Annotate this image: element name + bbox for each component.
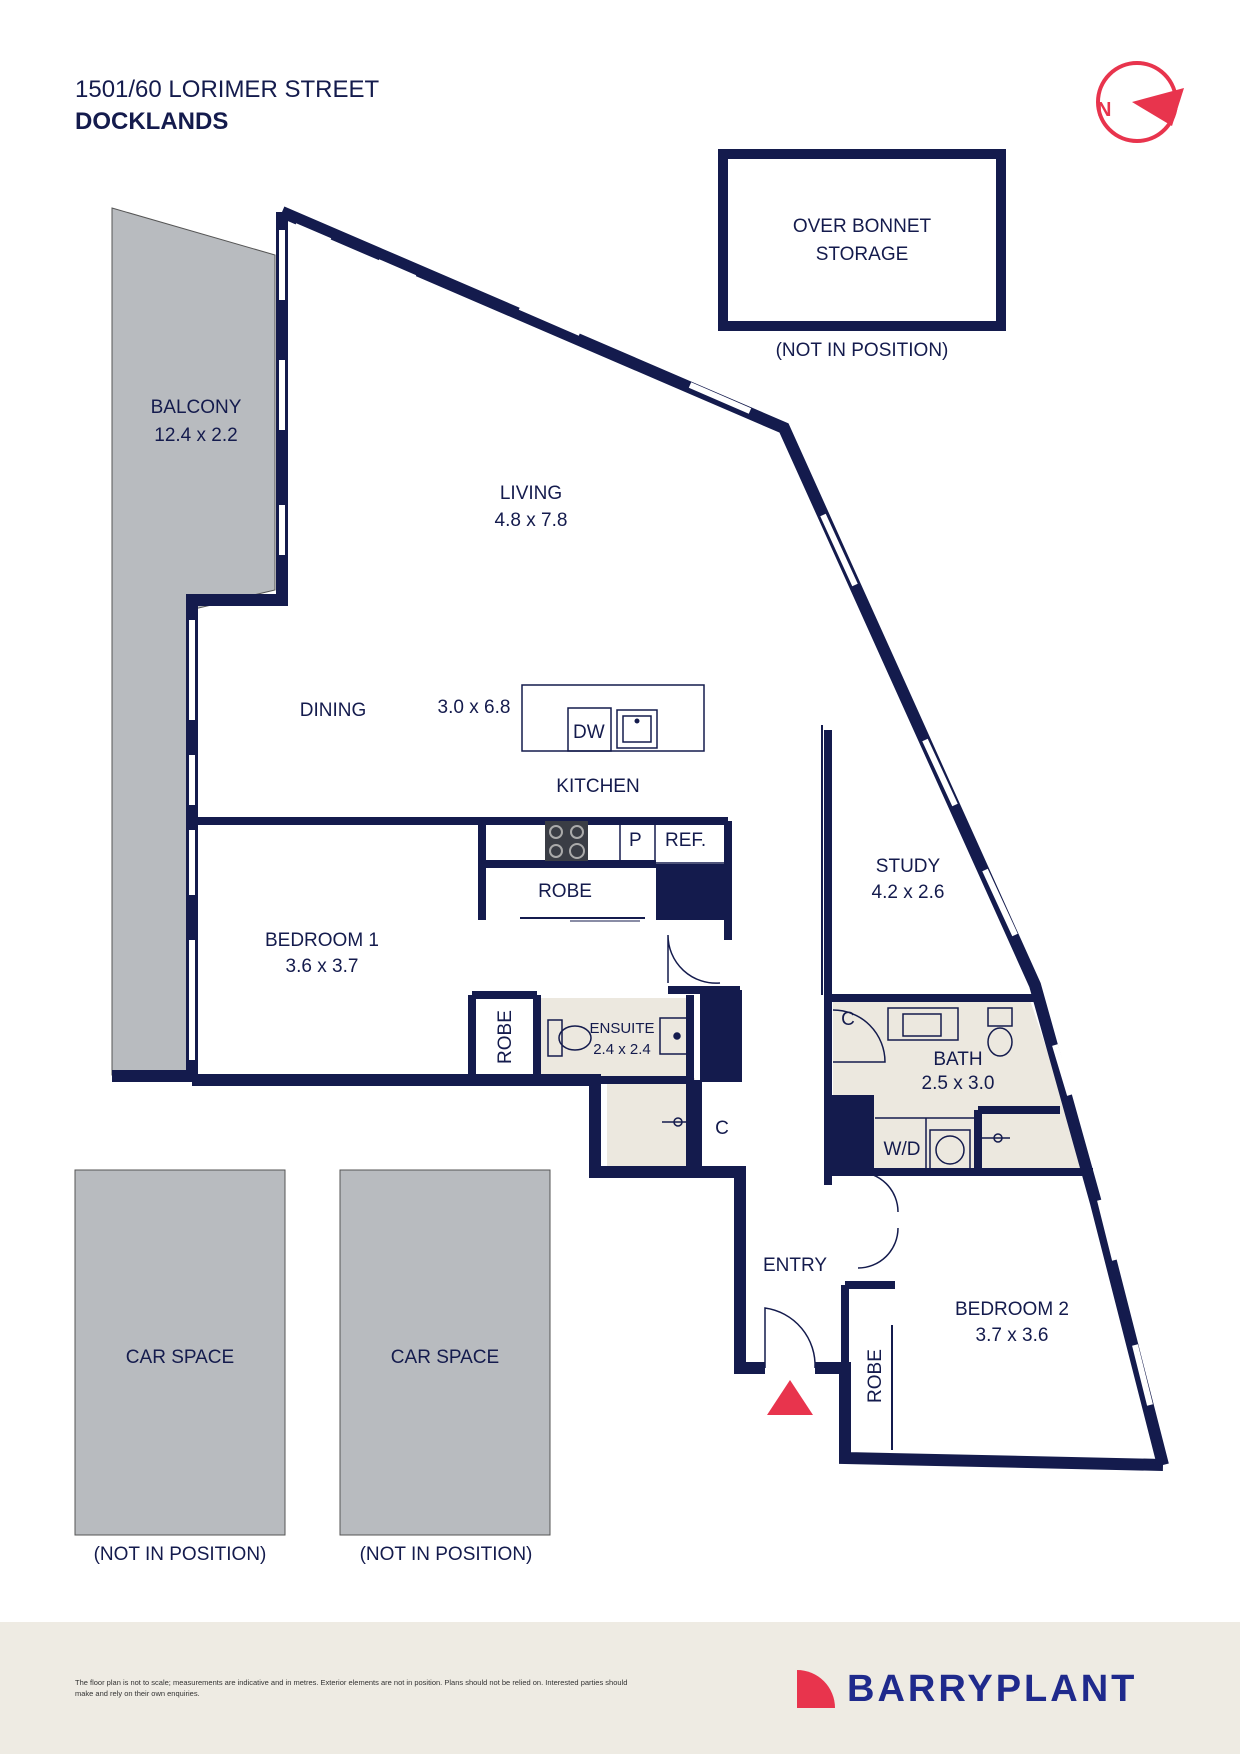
sink-icon [616,709,658,749]
study-name: STUDY [876,856,941,877]
brand-wordmark: BARRYPLANT [847,1668,1138,1710]
compass-icon: N [1096,61,1184,143]
storage-box [718,149,1006,331]
balcony-size: 12.4 x 2.2 [154,425,237,446]
storage-label-1: OVER BONNET [793,216,932,237]
bedroom2-robe-label: ROBE [865,1349,886,1403]
bedroom1-name: BEDROOM 1 [265,930,379,951]
car-space-2 [339,1169,551,1536]
wall-block-ensuite [700,990,742,1082]
floor-plan: N [74,61,1184,1565]
entry-arrow-icon [767,1380,813,1415]
car-space-1-label: CAR SPACE [126,1347,234,1368]
study-size: 4.2 x 2.6 [872,882,945,903]
bedroom2-size: 3.7 x 3.6 [976,1325,1049,1346]
door-swings [667,934,899,1369]
bedroom2-name: BEDROOM 2 [955,1299,1069,1320]
storage-note: (NOT IN POSITION) [776,340,949,361]
wall-block-bath [826,1095,874,1175]
vanity-basin-icon [887,1007,959,1041]
refrigerator-label: REF. [665,830,706,851]
ensuite-basin-icon [659,1017,689,1055]
wall-block-kitchen [656,864,728,920]
compass-letter: N [1097,99,1111,121]
ensuite-wc-floor [607,1078,695,1170]
living-name: LIVING [500,483,562,504]
kitchen-bench [481,820,727,864]
shower-icon [662,1117,1010,1143]
bath-size: 2.5 x 3.0 [922,1073,995,1094]
window-strips [189,223,1153,1406]
address-line: 1501/60 LORIMER STREET [75,76,380,103]
disclaimer-text: The floor plan is not to scale; measurem… [75,1678,628,1698]
laundry-basin-icon [929,1129,971,1171]
kitchen-size: 3.0 x 6.8 [438,697,511,718]
pantry-label: P [629,830,642,851]
bath-floor [833,1000,1088,1172]
footer-band [0,1622,1240,1754]
bedroom1-robe-label: ROBE [538,881,592,902]
cooktop-icon [545,821,588,861]
kitchen-name: KITCHEN [556,776,639,797]
ensuite-robe-label: ROBE [495,1010,516,1064]
dishwasher [567,707,612,752]
entry-cupboard-label: C [715,1118,729,1139]
bath-cupboard-label: C [841,1009,855,1030]
living-size: 4.8 x 7.8 [495,510,568,531]
ensuite-toilet-icon [547,1019,592,1057]
dishwasher-label: DW [573,722,605,743]
ensuite-size: 2.4 x 2.4 [593,1041,651,1058]
wd-label: W/D [884,1139,921,1160]
car-space-1-note: (NOT IN POSITION) [94,1544,267,1565]
toilet-icon [987,1007,1013,1057]
balcony-name: BALCONY [151,397,242,418]
storage-label-2: STORAGE [816,244,909,265]
suburb-line: DOCKLANDS [75,108,229,135]
car-space-2-note: (NOT IN POSITION) [360,1544,533,1565]
car-space-2-label: CAR SPACE [391,1347,499,1368]
entry-name: ENTRY [763,1255,827,1276]
bath-name: BATH [933,1049,982,1070]
ensuite-name: ENSUITE [589,1020,654,1037]
kitchen-island [521,684,705,752]
bedroom1-size: 3.6 x 3.7 [286,956,359,977]
dining-name: DINING [300,700,367,721]
car-space-1 [74,1169,286,1536]
